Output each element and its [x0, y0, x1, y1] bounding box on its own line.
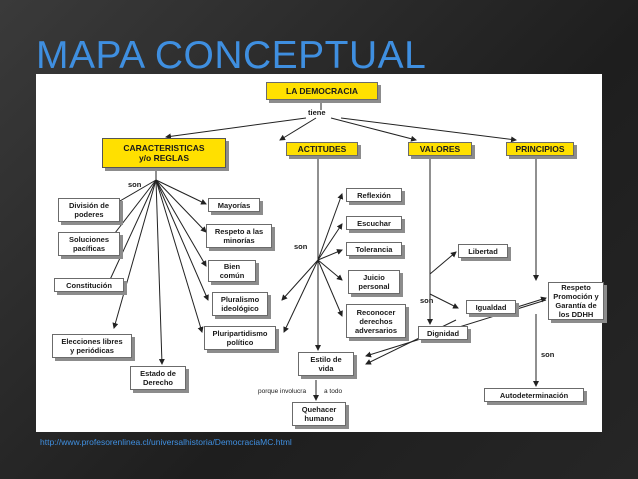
link-label-son-valores: son [420, 296, 434, 305]
link-label-son-actitudes: son [294, 242, 308, 251]
node-tolerancia: Tolerancia [346, 242, 402, 256]
node-constitucion: Constitución [54, 278, 124, 292]
concept-map: LA DEMOCRACIA tiene CARACTERISTICAS y/o … [36, 74, 604, 432]
node-soluciones-pacificas: Soluciones pacíficas [58, 232, 120, 256]
node-reflexion: Reflexión [346, 188, 402, 202]
link-label-son-caracteristicas: son [128, 180, 142, 189]
node-bien-comun: Bien común [208, 260, 256, 282]
connector-layer [107, 100, 547, 401]
node-estilo-vida: Estilo de vida [298, 352, 354, 376]
link-label-a-todo: a todo [324, 388, 343, 395]
node-quehacer-humano: Quehacer humano [292, 402, 346, 426]
node-escuchar: Escuchar [346, 216, 402, 230]
connector-to-valores [330, 117, 417, 142]
link-label-porque-involucra: porque involucra [258, 388, 307, 395]
node-valores: VALORES [408, 142, 472, 156]
node-libertad: Libertad [458, 244, 508, 258]
connector-to-caracteristicas [165, 117, 307, 140]
connector-to-principios [340, 117, 517, 143]
link-label-tiene: tiene [308, 108, 326, 117]
node-division-poderes: División de poderes [58, 198, 120, 222]
node-dignidad: Dignidad [418, 326, 468, 340]
node-mayorias: Mayorías [208, 198, 260, 212]
connector-to-actitudes [279, 117, 317, 141]
node-igualdad: Igualdad [466, 300, 516, 314]
node-respeto-ddhh: Respeto Promoción y Garantía de los DDHH [548, 282, 604, 320]
node-actitudes: ACTITUDES [286, 142, 358, 156]
node-caracteristicas: CARACTERISTICAS y/o REGLAS [102, 138, 226, 168]
source-link[interactable]: http://www.profesorenlinea.cl/universalh… [40, 437, 292, 447]
node-estado-derecho: Estado de Derecho [130, 366, 186, 390]
slide-title: MAPA CONCEPTUAL [36, 34, 427, 77]
node-elecciones: Elecciones libres y periódicas [52, 334, 132, 358]
node-pluralismo: Pluralismo ideológico [212, 292, 268, 316]
node-autodeterminacion: Autodeterminación [484, 388, 584, 402]
node-respeto-minorias: Respeto a las minorías [206, 224, 272, 248]
node-reconocer-derechos: Reconocer derechos adversarios [346, 304, 406, 338]
node-principios: PRINCIPIOS [506, 142, 574, 156]
node-juicio-personal: Juicio personal [348, 270, 400, 294]
node-pluripartidismo: Pluripartidismo político [204, 326, 276, 350]
link-label-son-principios: son [541, 350, 555, 359]
root-node-democracia: LA DEMOCRACIA [266, 82, 378, 100]
